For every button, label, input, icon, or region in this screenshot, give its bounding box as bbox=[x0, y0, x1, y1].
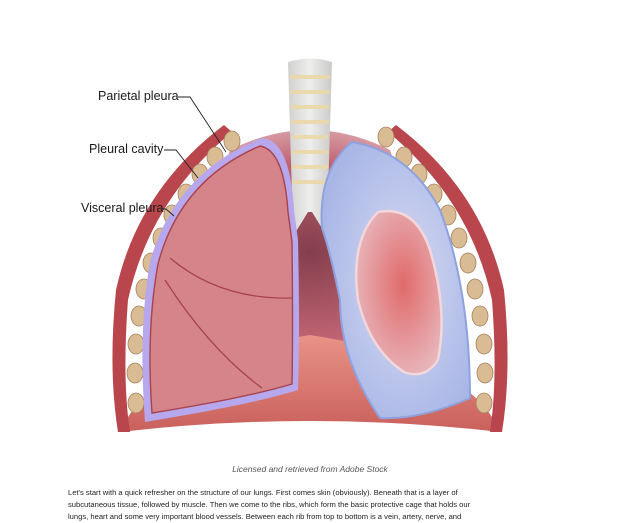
label-visceral-pleura: Visceral pleura bbox=[81, 201, 164, 215]
paragraph-line-3: lungs, heart and some very important blo… bbox=[68, 512, 462, 521]
label-pleural-cavity: Pleural cavity bbox=[89, 142, 164, 156]
article-paragraph: Let's start with a quick refresher on th… bbox=[68, 487, 548, 523]
leader-lines bbox=[162, 96, 227, 217]
paragraph-line-1: Let's start with a quick refresher on th… bbox=[68, 488, 458, 497]
left-lung-fissures bbox=[164, 257, 293, 389]
lung-anatomy-drawing bbox=[112, 58, 508, 432]
left-chest-wall bbox=[112, 125, 232, 432]
paragraph-line-2: subcutaneous tissue, followed by muscle.… bbox=[68, 500, 471, 509]
right-inner-lung bbox=[354, 209, 443, 376]
label-parietal-pleura: Parietal pleura bbox=[98, 89, 179, 103]
right-chest-wall bbox=[388, 125, 508, 432]
left-lung bbox=[149, 145, 294, 414]
image-caption: Licensed and retrieved from Adobe Stock bbox=[232, 464, 388, 474]
pleura-illustration: Parietal pleura Pleural cavity Visceral … bbox=[81, 58, 508, 432]
